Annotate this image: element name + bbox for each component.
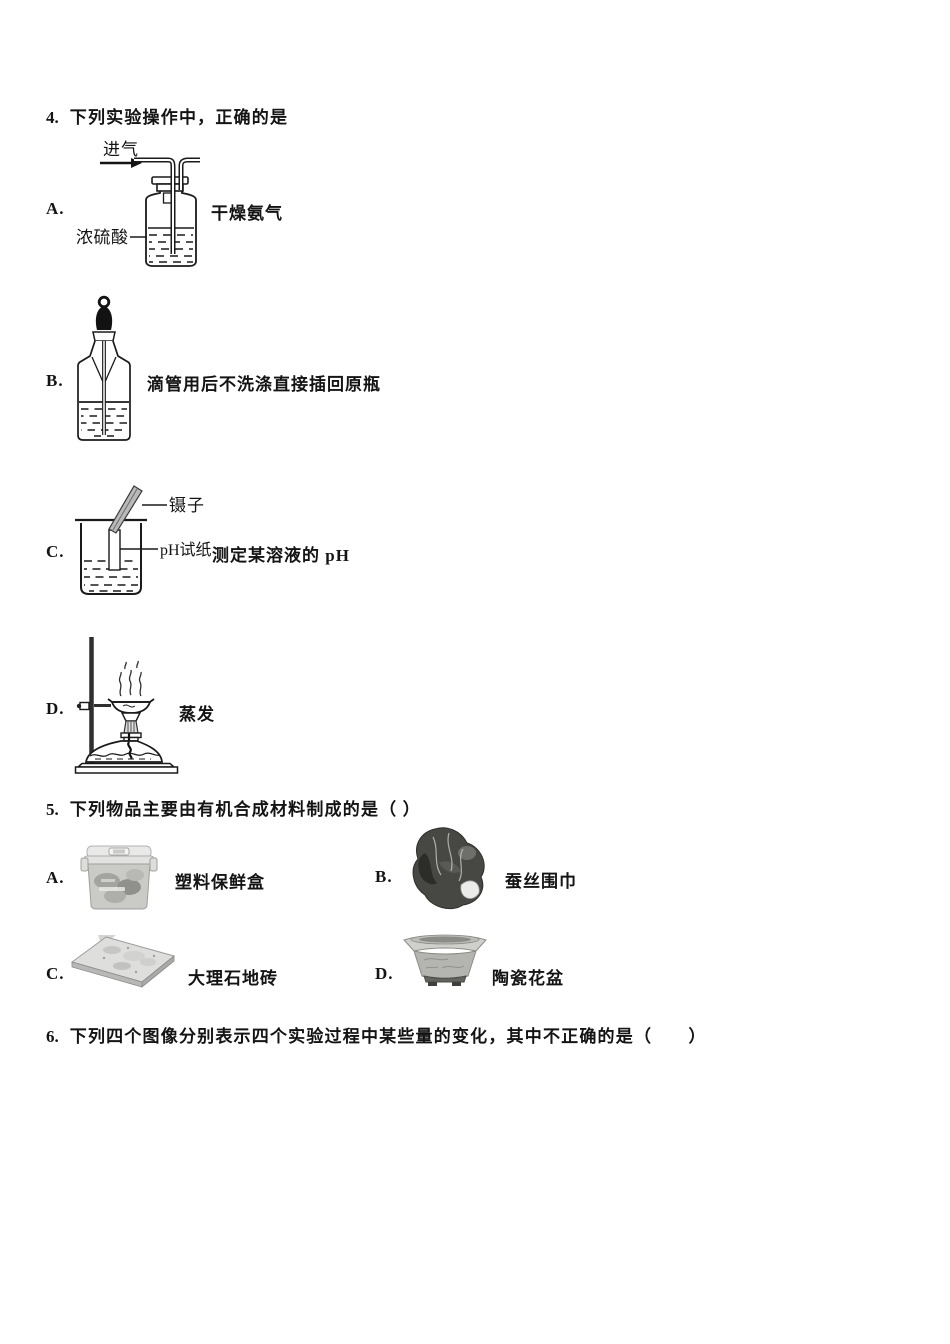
q5-option-c-letter: C. <box>46 964 65 983</box>
ph-paper-label: pH试纸 <box>160 541 212 559</box>
inner-funnel <box>91 356 117 383</box>
dropper-bottle-diagram <box>77 295 131 441</box>
tweezers-label: 镊子 <box>169 496 205 515</box>
silk-scarf-image <box>412 827 485 910</box>
q5-option-a-caption: 塑料保鲜盒 <box>175 873 265 892</box>
question-4-title: 4. 下列实验操作中，正确的是 <box>46 103 288 128</box>
dropper-ring <box>97 295 111 309</box>
q4-option-a-letter: A. <box>46 199 65 218</box>
question-4-number: 4. <box>46 108 59 127</box>
flame-icon <box>123 720 139 734</box>
q5-option-b-letter: B. <box>375 867 393 886</box>
iron-stand-base <box>74 762 179 774</box>
tweezers <box>108 485 143 534</box>
marble-floor-tile-image <box>70 935 176 988</box>
dish-support <box>120 712 142 722</box>
steam-icon <box>118 660 142 697</box>
gas-washing-bottle-diagram: 进气 <box>76 140 200 267</box>
q4-option-c-letter: C. <box>46 542 65 561</box>
q5-option-b-caption: 蚕丝围巾 <box>505 872 577 891</box>
evaporation-setup-diagram <box>74 637 179 774</box>
ph-strip <box>108 529 121 571</box>
q4-option-a-caption: 干燥氨气 <box>211 204 283 223</box>
question-5-title: 5. 下列物品主要由有机合成材料制成的是（ ） <box>46 795 421 820</box>
alcohol-lamp <box>84 732 163 763</box>
q4-option-d-letter: D. <box>46 699 65 718</box>
question-4-text: 下列实验操作中，正确的是 <box>69 108 289 127</box>
q4-option-d-caption: 蒸发 <box>179 705 215 724</box>
inlet-arrow-icon <box>100 158 142 168</box>
question-6-number: 6. <box>46 1027 59 1046</box>
q4-option-c-caption: 测定某溶液的 pH <box>212 546 350 565</box>
bottle-lip <box>92 331 116 342</box>
evaporating-dish <box>107 698 155 714</box>
inlet-tube <box>134 157 176 254</box>
liquid-label: 浓硫酸 <box>76 228 129 247</box>
beaker-ph-test-diagram: 镊子 pH试纸 <box>75 485 212 595</box>
inlet-gas-label: 进气 <box>103 140 139 159</box>
q5-option-c-caption: 大理石地砖 <box>188 969 278 988</box>
question-6-text: 下列四个图像分别表示四个实验过程中某些量的变化，其中不正确的是（ ） <box>69 1027 707 1046</box>
q4-option-b-letter: B. <box>46 371 64 390</box>
question-5-number: 5. <box>46 800 59 819</box>
stand-clamp <box>76 701 111 711</box>
ceramic-flower-pot-image <box>403 934 487 986</box>
outlet-tube <box>178 157 200 190</box>
q4-option-b-caption: 滴管用后不洗涤直接插回原瓶 <box>147 375 381 394</box>
q5-option-d-caption: 陶瓷花盆 <box>492 969 564 988</box>
dropper-bulb <box>95 306 113 330</box>
q5-option-d-letter: D. <box>375 964 394 983</box>
q5-option-a-letter: A. <box>46 868 65 887</box>
question-5-text: 下列物品主要由有机合成材料制成的是（ ） <box>69 800 421 819</box>
plastic-storage-box-image <box>80 845 158 910</box>
question-6-title: 6. 下列四个图像分别表示四个实验过程中某些量的变化，其中不正确的是（ ） <box>46 1022 707 1047</box>
